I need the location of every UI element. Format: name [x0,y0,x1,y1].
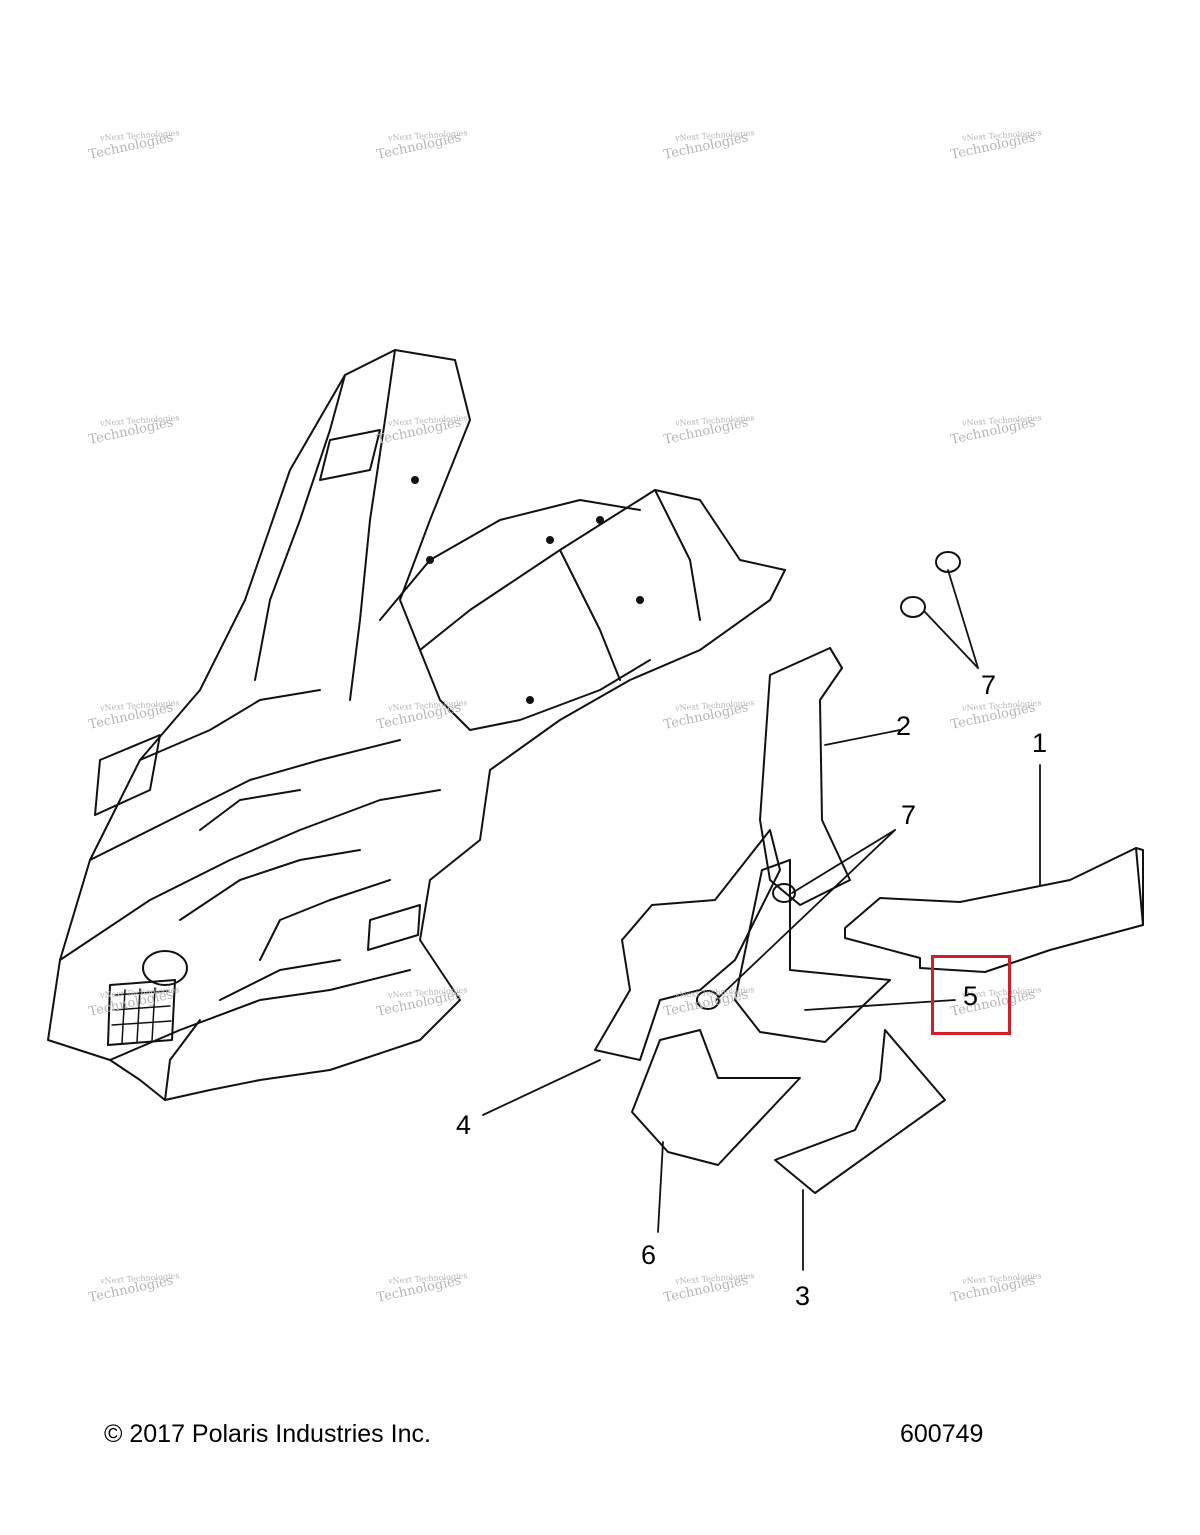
fastener-plug-mid [900,596,926,618]
callout-7-mid[interactable]: 7 [901,800,917,830]
chassis-body-illustration [47,349,786,1101]
callout-3[interactable]: 3 [795,1281,811,1311]
callout-6[interactable]: 6 [641,1240,657,1270]
leader-lines [482,569,1041,1271]
callout-2[interactable]: 2 [896,711,912,741]
callout-7-top[interactable]: 7 [981,670,997,700]
part-1-strip [844,847,1144,973]
fastener-plug-top [935,551,961,573]
fastener-plug-panel-a [772,883,796,903]
part-5-panel [734,859,891,1043]
part-6-panel [631,1029,801,1166]
part-3-panel [774,1029,946,1194]
copyright-text: © 2017 Polaris Industries Inc. [104,1420,431,1448]
callout-1[interactable]: 1 [1032,728,1048,758]
part-4-panel [594,829,781,1061]
callout-5[interactable]: 5 [963,981,979,1011]
highlight-box-callout-5 [931,955,1011,1035]
figure-number: 600749 [900,1420,984,1448]
fastener-plug-panel-b [696,990,720,1010]
callout-4[interactable]: 4 [456,1110,472,1140]
